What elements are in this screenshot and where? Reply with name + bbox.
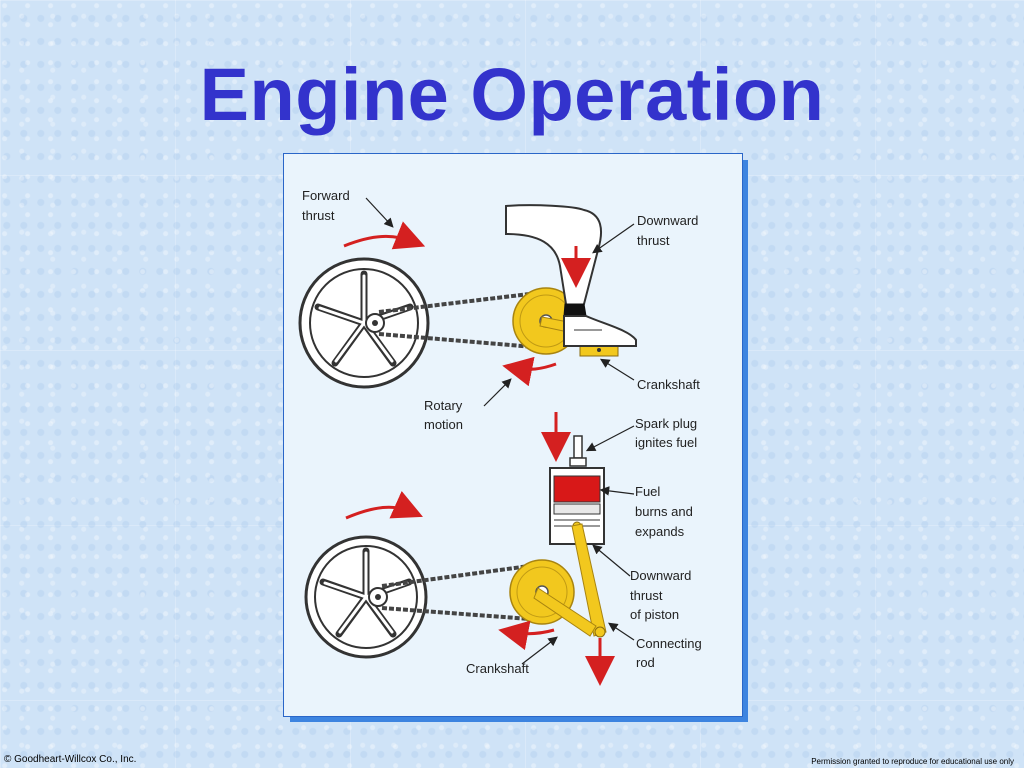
sprocket-bottom — [509, 559, 597, 637]
label-connecting-rod-2: rod — [636, 655, 655, 670]
connecting-rod — [571, 523, 607, 637]
rotary-motion-arrow — [502, 356, 557, 387]
label-piston-thrust-2: thrust — [630, 588, 663, 603]
bicycle-wheel-top — [298, 257, 430, 389]
bicycle-chain-bottom — [381, 562, 545, 622]
bicycle-wheel-bottom — [304, 535, 428, 659]
forward-thrust-arrow — [343, 221, 426, 250]
label-downward-thrust-2: thrust — [637, 233, 670, 248]
bicycle-chain-top — [378, 290, 547, 350]
label-spark-plug-2: ignites fuel — [635, 435, 697, 450]
label-piston-thrust-3: of piston — [630, 607, 679, 622]
label-crankshaft-top: Crankshaft — [637, 377, 700, 392]
label-downward-thrust-1: Downward — [637, 213, 698, 228]
slide-title: Engine Operation — [199, 53, 825, 136]
spark-plug — [569, 435, 587, 467]
label-fuel-1: Fuel — [635, 484, 660, 499]
label-crankshaft-bottom: Crankshaft — [466, 661, 529, 676]
label-rotary-motion-2: motion — [424, 417, 463, 432]
label-fuel-2: burns and — [635, 504, 693, 519]
label-piston-thrust-1: Downward — [630, 568, 691, 583]
label-forward-thrust-1: Forward — [302, 188, 350, 203]
label-spark-plug-1: Spark plug — [635, 416, 697, 431]
diagram-panel: Forward thrust Downward thrust Crankshaf… — [283, 153, 743, 717]
rotary-motion-arrow-bottom — [498, 620, 555, 651]
label-connecting-rod-1: Connecting — [636, 636, 702, 651]
label-rotary-motion-1: Rotary — [424, 398, 463, 413]
label-forward-thrust-2: thrust — [302, 208, 335, 223]
permission-notice: Permission granted to reproduce for educ… — [811, 757, 1014, 766]
copyright-notice: © Goodheart-Willcox Co., Inc. — [4, 754, 137, 765]
engine-operation-diagram: Forward thrust Downward thrust Crankshaf… — [298, 188, 702, 686]
forward-thrust-arrow-bottom — [345, 490, 423, 520]
label-fuel-3: expands — [635, 524, 685, 539]
